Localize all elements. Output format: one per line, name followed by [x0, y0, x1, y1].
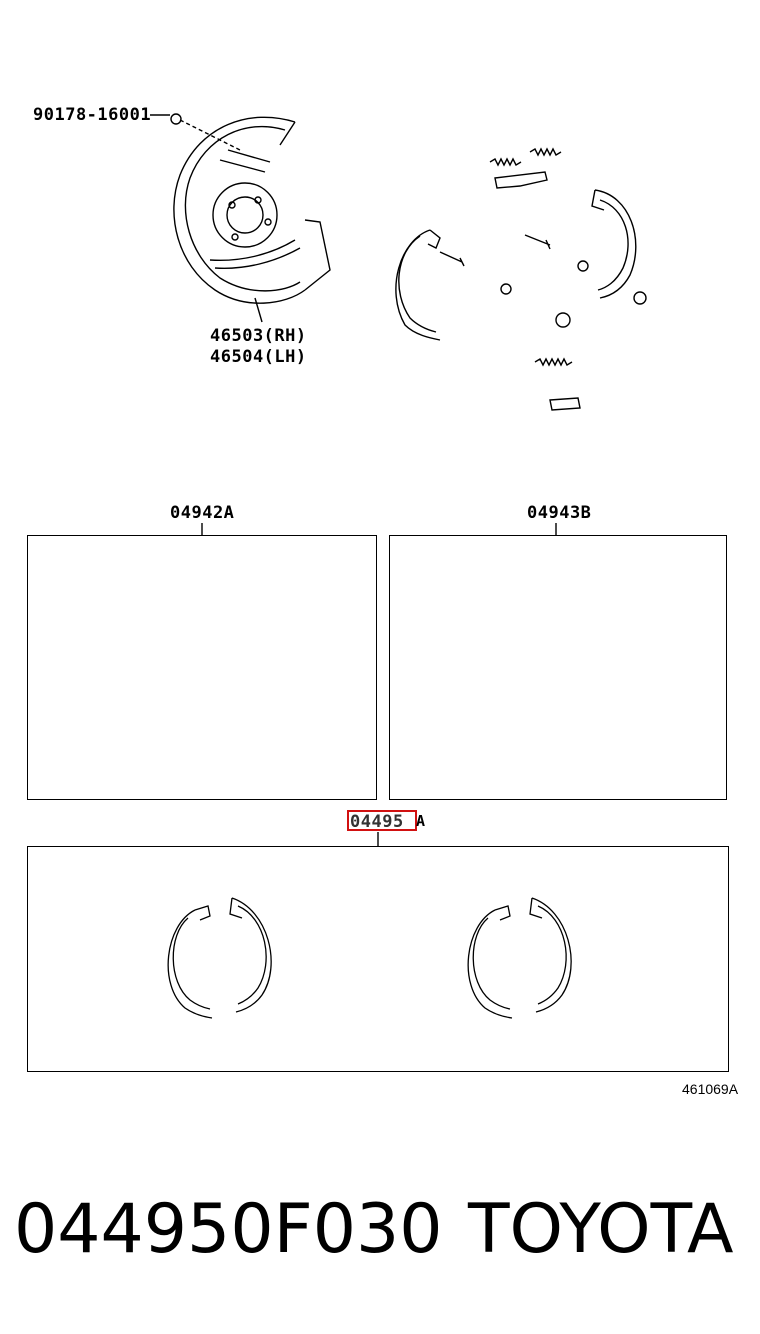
cup-a	[577, 260, 589, 272]
backing-plate-leader	[254, 297, 263, 323]
bolt-part	[170, 113, 182, 125]
backing-plate	[173, 116, 331, 304]
left-shoe	[395, 229, 441, 341]
label-shoe-kit-suffix: A	[416, 812, 426, 830]
label-shoe-kit: 04495	[350, 812, 404, 832]
kit-b-box	[389, 535, 727, 800]
adjuster-spring	[534, 357, 573, 367]
cup-c	[633, 291, 647, 305]
label-bolt: 90178-16001	[33, 105, 152, 125]
adjuster	[549, 397, 581, 411]
shoe-kit-contents	[167, 897, 572, 1019]
pin-center	[524, 234, 551, 250]
label-backing-plate-rh: 46503(RH)	[210, 326, 307, 346]
cup-b	[500, 283, 512, 295]
part-number: 044950F030	[14, 1190, 443, 1269]
label-backing-plate-lh: 46504(LH)	[210, 347, 307, 367]
label-kit-b: 04943B	[527, 503, 592, 523]
figure-code: 461069A	[682, 1081, 739, 1097]
shoe-kit-highlight[interactable]: 04495	[347, 810, 417, 832]
pin-left	[439, 251, 465, 267]
cup-d	[555, 312, 571, 328]
right-shoe	[591, 189, 637, 299]
shoe-kit-box	[27, 846, 729, 1072]
label-kit-a: 04942A	[170, 503, 235, 523]
top-springs	[489, 147, 562, 189]
kit-a-box	[27, 535, 377, 800]
brand-name: TOYOTA	[468, 1190, 734, 1269]
